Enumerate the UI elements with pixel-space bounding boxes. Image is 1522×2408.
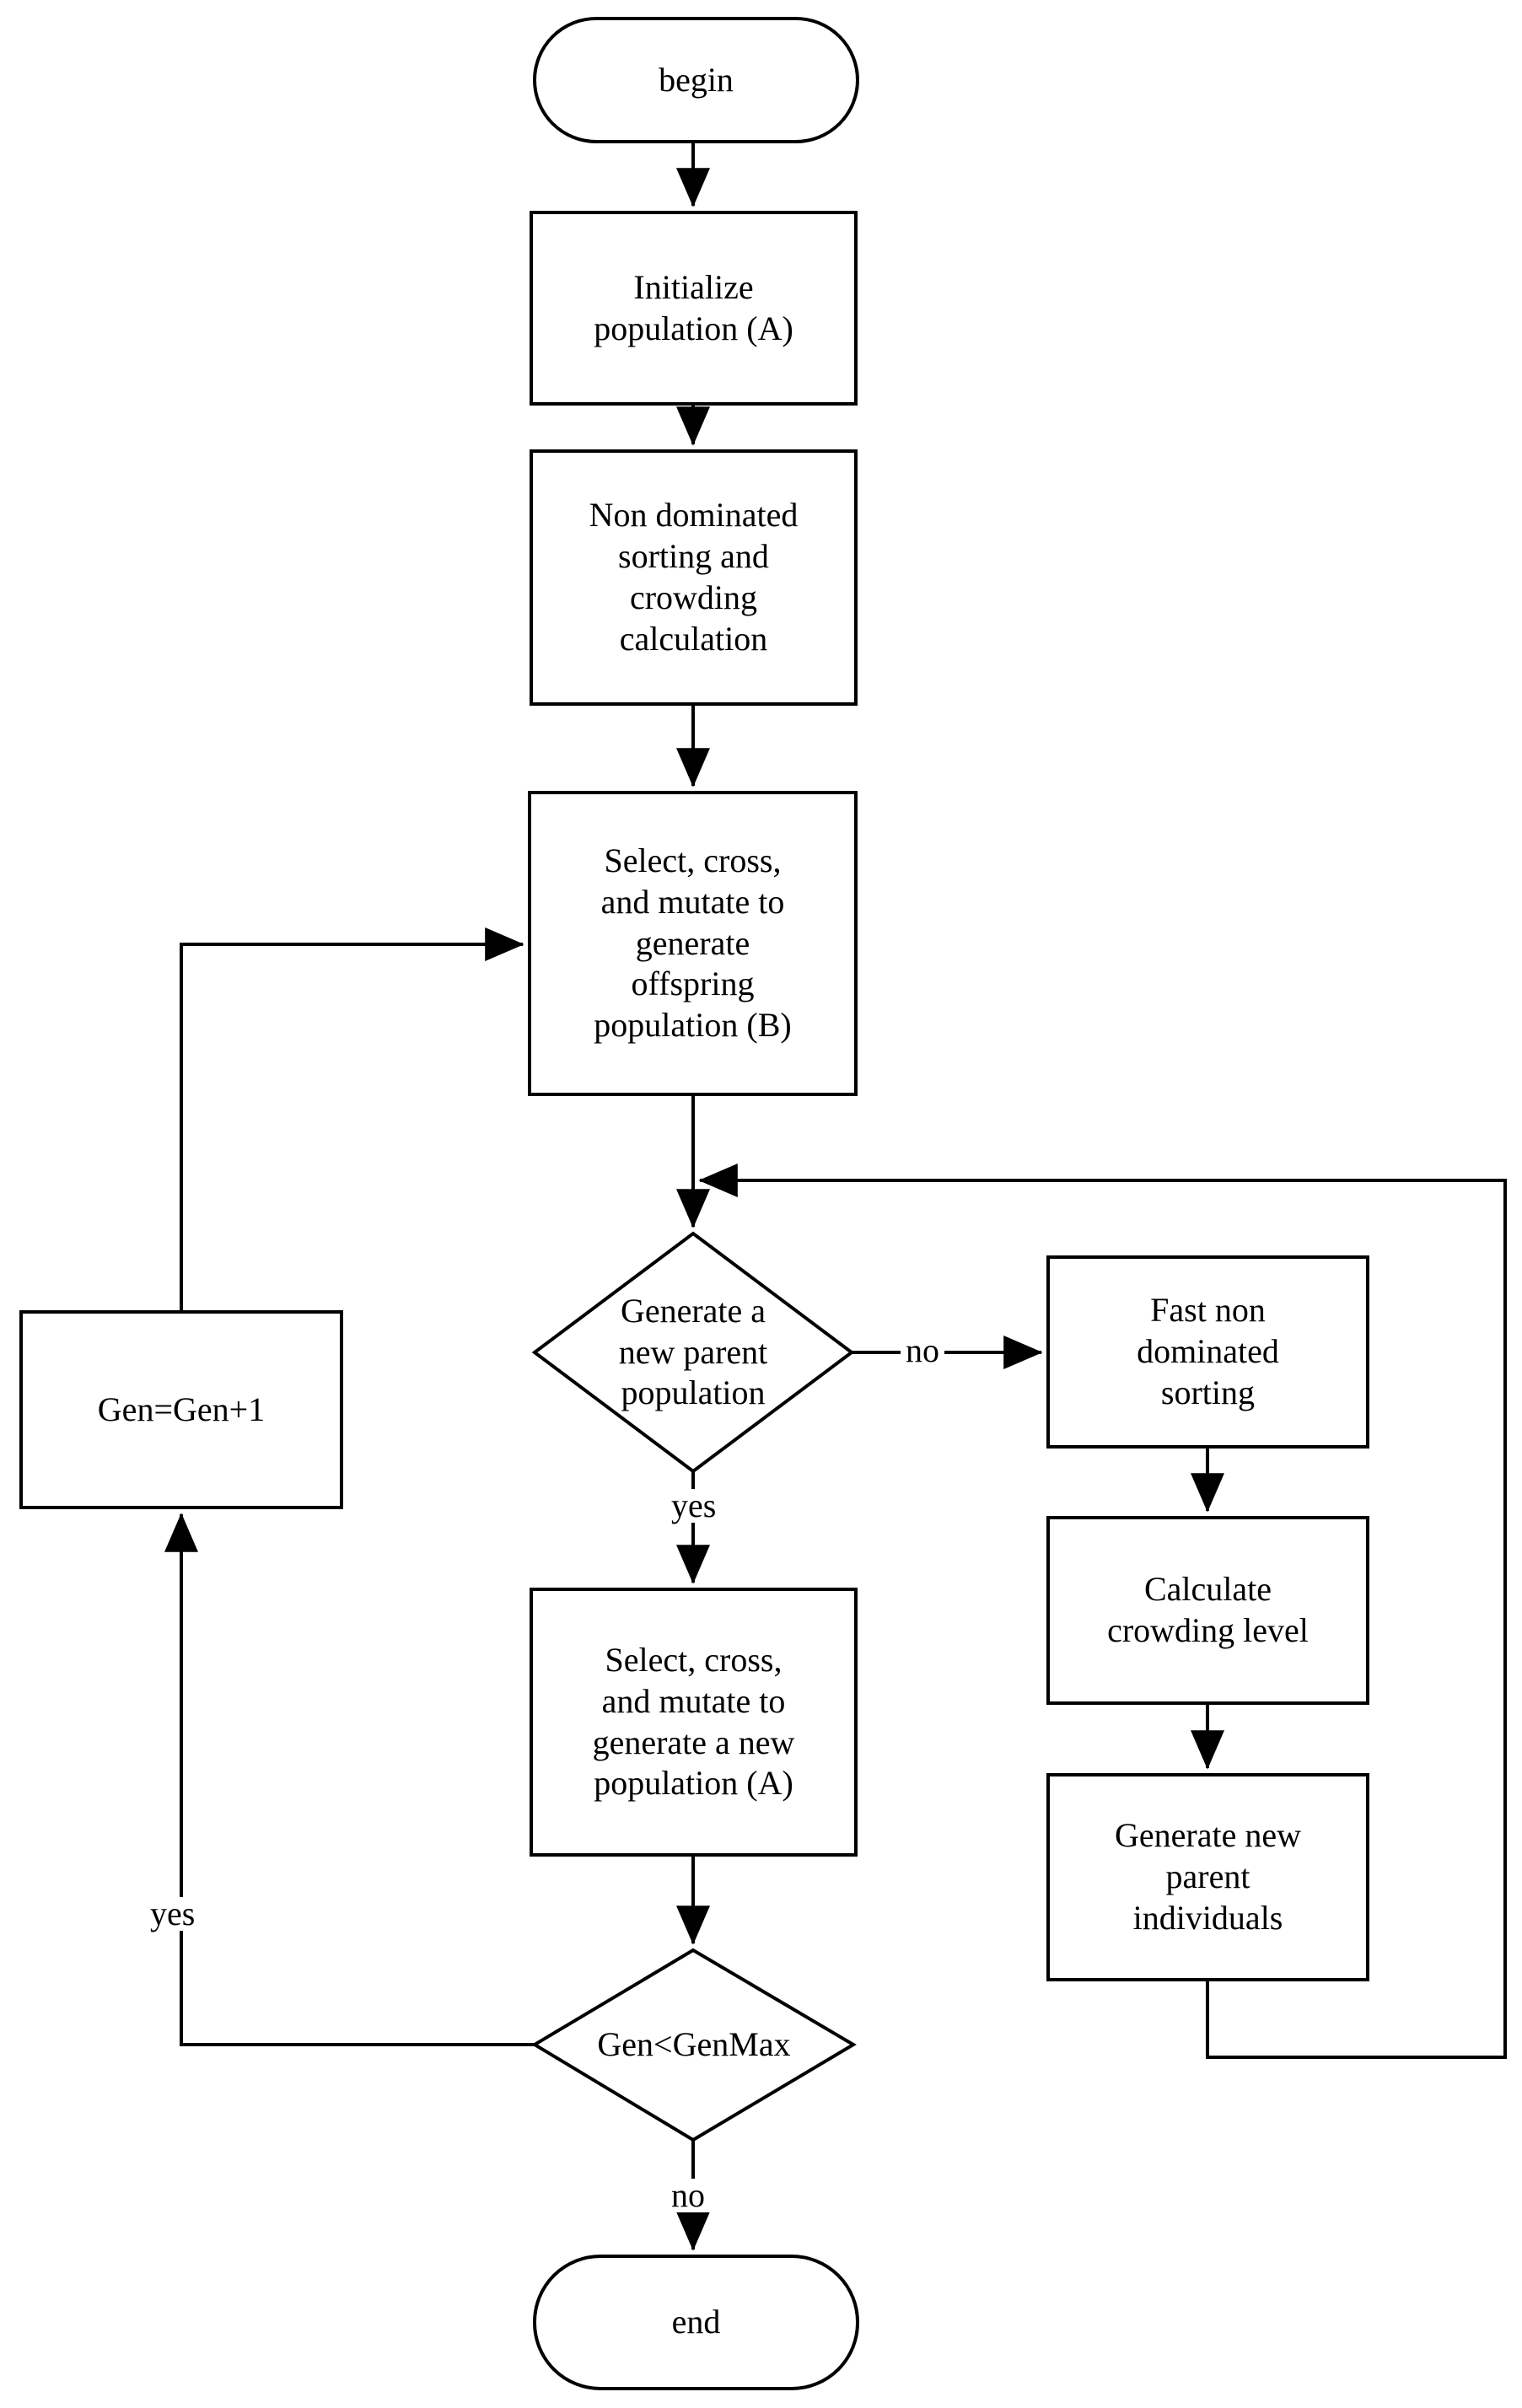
node-initialize-population[interactable]: Initialize population (A) [594,267,793,347]
shape-init [530,211,858,406]
connector-new-parents-feedback-loop [698,1163,1507,2059]
node-generate-new-parent-population-decision[interactable]: Generate a new parent population [618,1291,768,1412]
shape-gen-increment [19,1310,343,1509]
node-gen-less-than-genmax-decision[interactable]: Gen<GenMax [597,2024,791,2063]
edge-label-no-gen-check: no [666,2179,710,2212]
shape-new-population [530,1588,858,1857]
node-gen-increment[interactable]: Gen=Gen+1 [97,1389,266,1428]
node-calculate-crowding-level[interactable]: Calculate crowding level [1107,1570,1309,1649]
shape-crowding [1046,1516,1369,1705]
shape-end [533,2255,859,2390]
node-begin[interactable]: begin [659,60,734,99]
shape-begin [533,17,859,143]
node-generate-new-population[interactable]: Select, cross, and mutate to generate a … [592,1640,795,1803]
connector-gen-check-yes-to-gen-increment [164,1513,535,2046]
node-generate-offspring-population[interactable]: Select, cross, and mutate to generate of… [594,841,792,1045]
edge-label-yes-generate-parent: yes [666,1489,722,1523]
connector-gen-increment-to-offspring [180,927,524,1312]
node-end[interactable]: end [671,2303,721,2341]
node-non-dominated-sorting[interactable]: Non dominated sorting and crowding calcu… [589,496,799,658]
edge-label-yes-gen-check: yes [145,1897,201,1931]
edge-label-no-generate-parent: no [901,1334,944,1368]
shape-nds [530,449,858,706]
shape-new-parents [1046,1773,1369,1981]
shape-offspring [528,791,858,1096]
node-generate-new-parent-individuals[interactable]: Generate new parent individuals [1115,1816,1301,1937]
node-fast-non-dominated-sorting[interactable]: Fast non dominated sorting [1137,1291,1279,1411]
